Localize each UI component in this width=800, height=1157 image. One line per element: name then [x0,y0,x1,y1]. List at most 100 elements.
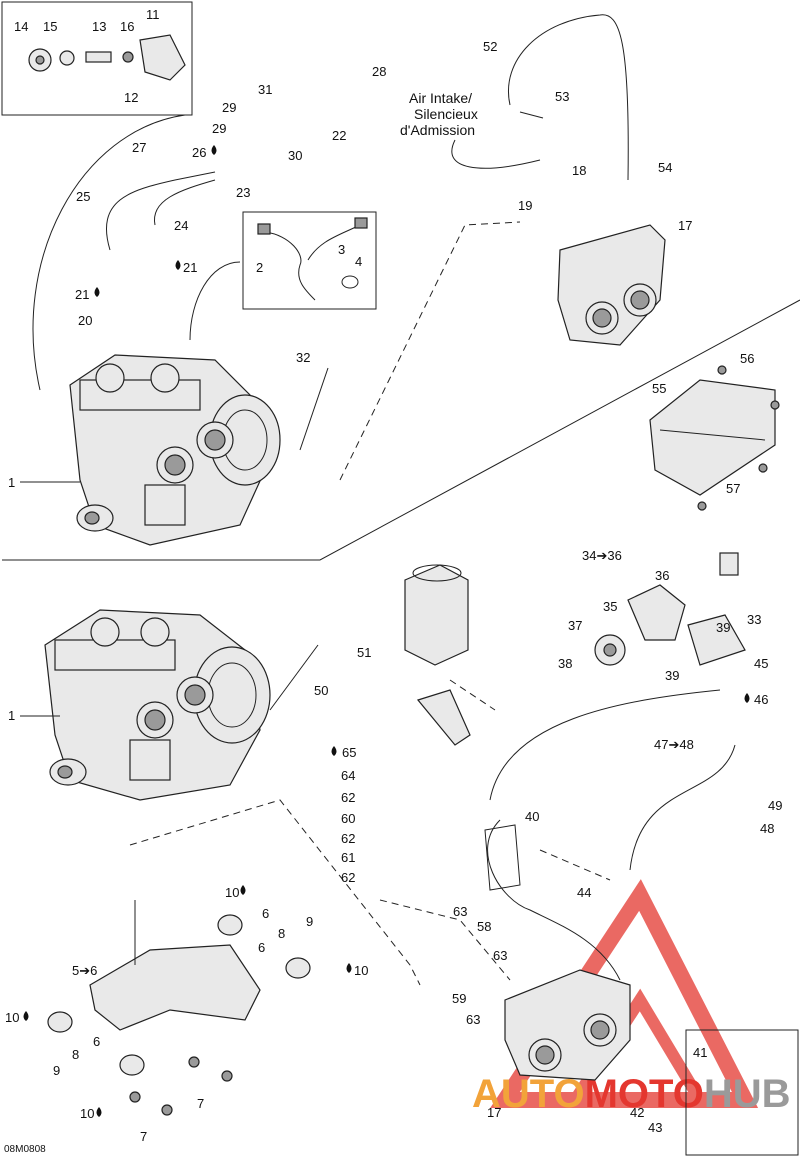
callout-40: 40 [525,809,539,824]
callout-1-top: 1 [8,475,15,490]
inset-box-mounting [1,1,193,116]
callout-57: 57 [726,481,740,496]
inset-harness [257,217,368,301]
callout-52: 52 [483,39,497,54]
callout-4: 4 [355,254,362,269]
drop-icon [346,963,352,973]
callout-2: 2 [256,260,263,275]
callout-21-b: 21 [75,287,89,302]
callout-27: 27 [132,140,146,155]
callout-34-36: 34➔36 [582,548,622,563]
inset-box-cable [685,1029,799,1156]
callout-labels: 1 1 2 3 4 5➔6 6 6 6 7 7 8 8 9 9 10 10 10… [5,7,782,1144]
leader-lines [20,114,611,986]
callout-41: 41 [693,1045,707,1060]
callout-63-b: 63 [493,948,507,963]
callout-55: 55 [652,381,666,396]
inset-mount-parts [28,34,186,81]
callout-26: 26 [192,145,206,160]
callout-38: 38 [558,656,572,671]
air-silencer-box [649,365,780,511]
callout-29-a: 29 [222,100,236,115]
callout-48: 48 [760,821,774,836]
callout-35: 35 [603,599,617,614]
engine-top [69,354,281,546]
drop-icon [331,746,337,756]
carburetor-bottom [504,969,631,1081]
callout-28: 28 [372,64,386,79]
callout-53: 53 [555,89,569,104]
callout-62-b: 62 [341,831,355,846]
callout-14: 14 [14,19,28,34]
drop-icon [23,1011,29,1021]
callout-45: 45 [754,656,768,671]
section-divider [2,299,800,561]
callout-6-b: 6 [262,906,269,921]
callout-12: 12 [124,90,138,105]
throttle-housing [594,552,746,666]
callout-24: 24 [174,218,188,233]
callout-20: 20 [78,313,92,328]
drop-icon [175,260,181,270]
air-intake-note-line2: Silencieux [414,106,478,122]
callout-9-b: 9 [53,1063,60,1078]
carburetor-top [557,224,666,346]
callout-7-a: 7 [197,1096,204,1111]
callout-6-c: 6 [93,1034,100,1049]
drop-icon [211,145,217,155]
callout-63-a: 63 [453,904,467,919]
engine-bottom [44,609,271,801]
callout-42: 42 [630,1105,644,1120]
callout-8-a: 8 [278,926,285,941]
drop-icon [240,885,246,895]
callout-19: 19 [518,198,532,213]
callout-39-b: 39 [665,668,679,683]
callout-33: 33 [747,612,761,627]
callout-10-d: 10 [80,1106,94,1121]
callout-17-bottom: 17 [487,1105,501,1120]
engine-mount-bracket [47,914,311,1116]
callout-37: 37 [568,618,582,633]
callout-62-a: 62 [341,790,355,805]
callout-17-top: 17 [678,218,692,233]
drop-icon [744,693,750,703]
callout-51: 51 [357,645,371,660]
callout-11: 11 [146,7,160,22]
callout-9-a: 9 [306,914,313,929]
callout-30: 30 [288,148,302,163]
callout-36: 36 [655,568,669,583]
air-intake-note-line1: Air Intake/ [409,90,472,106]
callout-1-bottom: 1 [8,708,15,723]
callout-5-6: 5➔6 [72,963,97,978]
inset-box-harness [242,211,377,310]
callout-29-b: 29 [212,121,226,136]
callout-13: 13 [92,19,106,34]
callout-43: 43 [648,1120,662,1135]
callout-62-c: 62 [341,870,355,885]
callout-6-a: 6 [258,940,265,955]
callout-10-b: 10 [354,963,368,978]
callout-65: 65 [342,745,356,760]
callout-61: 61 [341,850,355,865]
muffler [404,564,471,746]
callout-18: 18 [572,163,586,178]
diagram-code: 08M0808 [4,1144,46,1155]
callout-59: 59 [452,991,466,1006]
callout-64: 64 [341,768,355,783]
callout-23: 23 [236,185,250,200]
drop-icon [94,287,100,297]
callout-63-c: 63 [466,1012,480,1027]
callout-39-a: 39 [716,620,730,635]
callout-25: 25 [76,189,90,204]
callout-15: 15 [43,19,57,34]
callout-54: 54 [658,160,672,175]
callout-10-a: 10 [225,885,239,900]
cables [105,14,736,981]
callout-47-48: 47➔48 [654,737,694,752]
callout-22: 22 [332,128,346,143]
callout-16: 16 [120,19,134,34]
callout-31: 31 [258,82,272,97]
callout-56: 56 [740,351,754,366]
watermark-text: AUTOMOTOHUB [472,1072,791,1116]
